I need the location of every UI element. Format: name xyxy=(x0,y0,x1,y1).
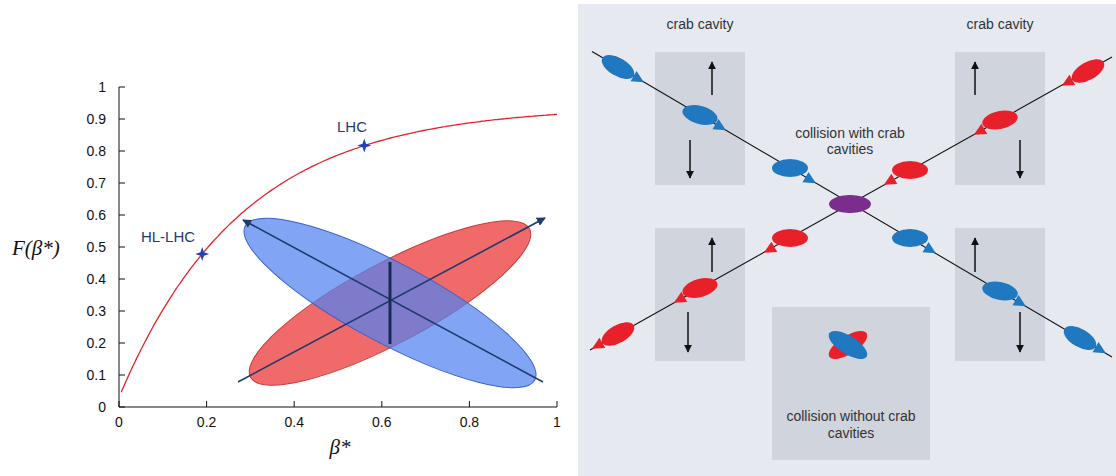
bunch-direction xyxy=(1059,75,1075,91)
point-star xyxy=(195,247,209,261)
point-star xyxy=(357,139,371,153)
x-tick xyxy=(119,401,120,407)
kick-arrow xyxy=(974,62,976,95)
bunch-direction xyxy=(589,338,605,354)
x-tick xyxy=(381,401,382,407)
bunch-direction xyxy=(630,71,646,87)
tick-label: 0 xyxy=(98,399,106,415)
tick-label: 0.9 xyxy=(87,111,106,127)
bunch-direction xyxy=(671,292,687,308)
tick-label: 0.2 xyxy=(197,414,216,430)
crab-cavity-box xyxy=(655,52,745,185)
y-tick xyxy=(119,343,125,344)
tick-label: 0.4 xyxy=(284,414,303,430)
bunch-direction xyxy=(922,242,938,258)
bunch xyxy=(671,275,720,308)
x-tick xyxy=(294,401,295,407)
collision-label: collision with crab cavities xyxy=(791,125,909,157)
y-tick xyxy=(119,183,125,184)
y-tick xyxy=(119,247,125,248)
collision-bunch xyxy=(829,195,871,213)
x-tick xyxy=(557,401,558,407)
bunch xyxy=(772,159,819,188)
kick-arrow xyxy=(711,238,713,272)
box-caption: collision without crab cavities xyxy=(786,408,916,442)
axis-label: β* xyxy=(330,435,351,459)
tick-label: 0.4 xyxy=(87,271,106,287)
cavity-label: crab cavity xyxy=(667,16,734,32)
tick-label: 0 xyxy=(115,414,123,430)
blue-bunch-ellipse xyxy=(226,191,553,416)
y-tick xyxy=(119,119,125,120)
bunch xyxy=(761,229,808,258)
panel-ground xyxy=(578,4,1116,476)
bunch-direction xyxy=(712,119,728,135)
bunch-direction xyxy=(761,242,777,258)
blue-bunch xyxy=(825,326,872,365)
bunch xyxy=(598,50,647,87)
bunch-ellipse xyxy=(680,102,719,129)
tick-label: 0.1 xyxy=(87,367,106,383)
kick-arrow xyxy=(1019,140,1021,178)
tick-label: 0.2 xyxy=(87,335,106,351)
red-bunch xyxy=(825,326,872,365)
kick-arrow xyxy=(689,140,691,178)
bunch-direction xyxy=(1092,342,1108,358)
point-label: HL-LHC xyxy=(141,228,195,245)
bunch-ellipse xyxy=(772,159,808,177)
comparison-box: collision without crab cavities xyxy=(772,307,930,460)
bunch-direction xyxy=(881,174,897,190)
bunch xyxy=(881,161,928,190)
cavity-label: crab cavity xyxy=(967,16,1034,32)
bunch-direction xyxy=(802,172,818,188)
crab-cavity-box xyxy=(955,228,1045,361)
bunch-ellipse xyxy=(892,229,928,247)
bunch-direction xyxy=(1012,295,1028,311)
y-tick xyxy=(119,279,125,280)
bunch-ellipse xyxy=(981,107,1020,132)
x-tick xyxy=(206,401,207,407)
bunch-ellipse xyxy=(772,229,808,247)
tick-label: 0.6 xyxy=(372,414,391,430)
kick-arrow xyxy=(1019,312,1021,352)
beam-axis-arrow xyxy=(243,220,543,382)
bunch xyxy=(981,278,1029,311)
y-tick xyxy=(119,151,125,152)
crab-cavity-box xyxy=(655,228,745,361)
tick-label: 1 xyxy=(553,414,561,430)
tick-label: 0.6 xyxy=(87,207,106,223)
y-tick xyxy=(119,407,125,408)
bunch xyxy=(971,107,1020,140)
bunch-ellipse xyxy=(680,275,719,302)
kick-arrow xyxy=(687,312,689,352)
beam-axis-arrow xyxy=(238,218,545,382)
kick-arrow xyxy=(711,62,713,95)
bunch-direction xyxy=(971,124,987,140)
y-tick xyxy=(119,375,125,376)
overlap-line xyxy=(389,262,392,344)
point-label: LHC xyxy=(337,118,367,135)
bunch xyxy=(892,229,939,258)
x-tick xyxy=(469,401,470,407)
bunch xyxy=(680,102,729,136)
tick-label: 0.3 xyxy=(87,303,106,319)
y-tick xyxy=(119,87,125,88)
tick-label: 0.7 xyxy=(87,175,106,191)
bunch-ellipse xyxy=(981,278,1020,303)
tick-label: 0.5 xyxy=(87,239,106,255)
bunch xyxy=(1059,54,1108,91)
tick-label: 0.8 xyxy=(87,143,106,159)
kick-arrow xyxy=(974,238,976,272)
crab-cavity-box xyxy=(955,52,1045,185)
bunch xyxy=(589,317,638,354)
y-tick xyxy=(119,311,125,312)
bunch-ellipse xyxy=(892,161,928,179)
y-tick xyxy=(119,215,125,216)
tick-label: 1 xyxy=(98,79,106,95)
axis-label: F(β*) xyxy=(12,236,60,260)
bunch xyxy=(1060,321,1109,358)
tick-label: 0.8 xyxy=(460,414,479,430)
